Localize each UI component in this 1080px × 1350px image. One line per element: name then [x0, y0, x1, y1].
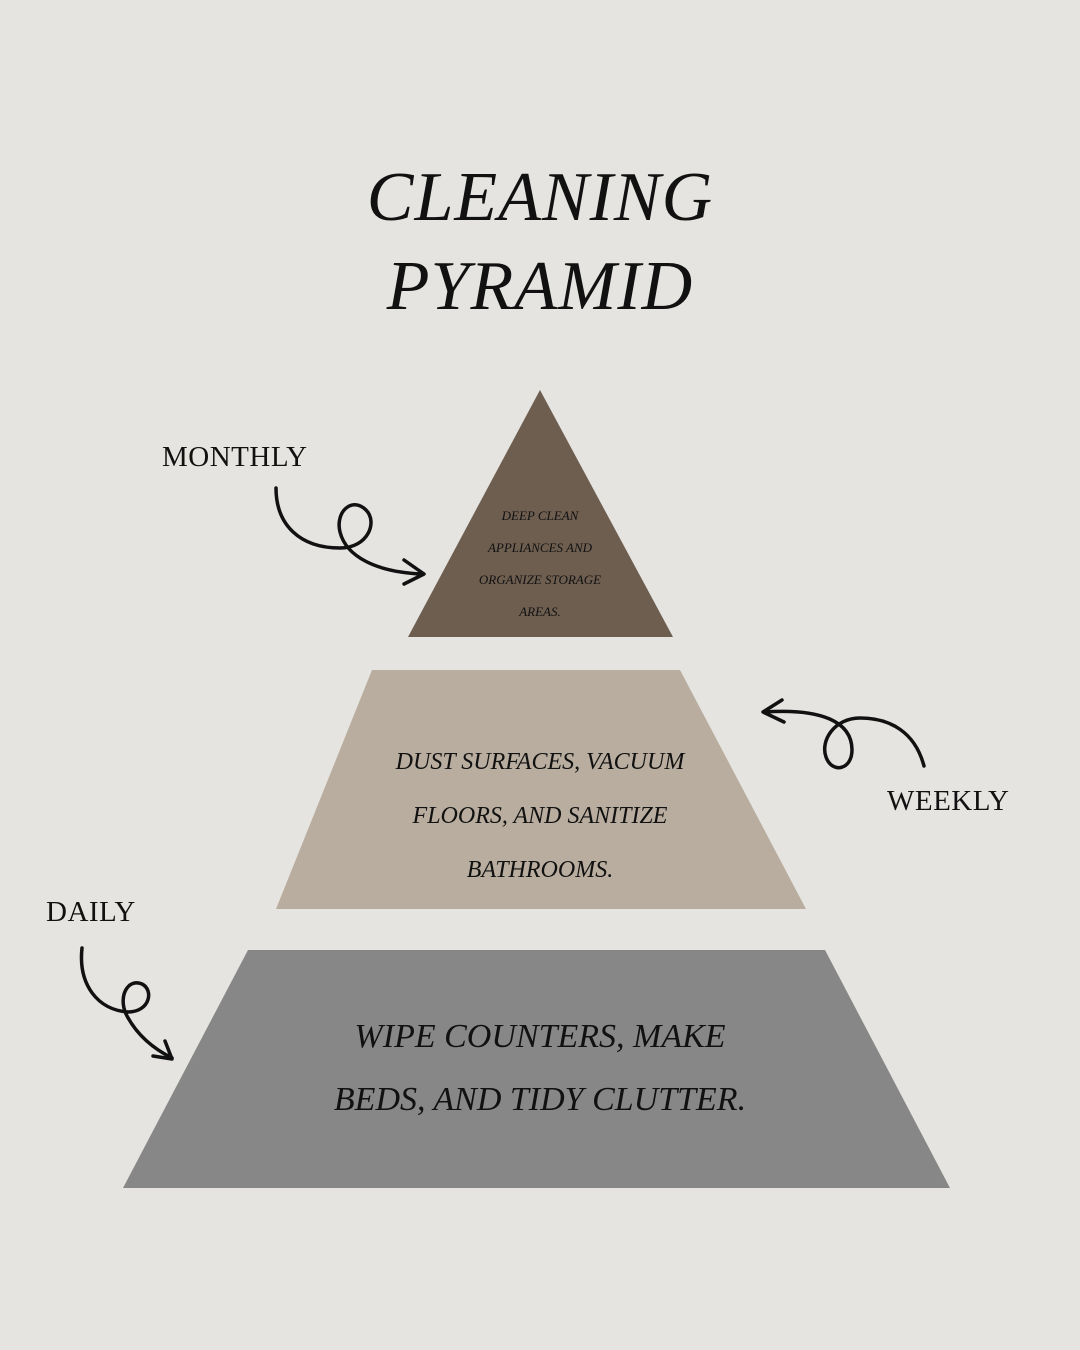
tier-monthly-text: DEEP CLEAN APPLIANCES AND ORGANIZE STORA… — [440, 500, 640, 628]
tier-weekly-line: FLOORS, AND SANITIZE — [412, 803, 668, 829]
tier-weekly-text: DUST SURFACES, VACUUM FLOORS, AND SANITI… — [340, 735, 740, 897]
label-weekly: WEEKLY — [887, 785, 1010, 817]
monthly-arrow-icon — [274, 486, 426, 586]
tier-daily-line: BEDS, AND TIDY CLUTTER. — [333, 1081, 747, 1118]
label-monthly: MONTHLY — [162, 441, 308, 473]
tier-monthly-line: APPLIANCES AND — [487, 540, 593, 555]
tier-weekly-shape — [276, 670, 806, 909]
tier-monthly-shape — [408, 390, 673, 637]
daily-arrow-icon — [79, 946, 174, 1061]
title-line-1: CLEANING — [366, 159, 714, 236]
tier-daily-text: WIPE COUNTERS, MAKE BEDS, AND TIDY CLUTT… — [250, 1005, 830, 1131]
tier-weekly-line: BATHROOMS. — [466, 857, 614, 883]
weekly-arrow-icon — [761, 698, 926, 770]
tier-monthly-line: ORGANIZE STORAGE — [478, 572, 602, 587]
label-daily: DAILY — [46, 896, 136, 928]
tier-weekly-line: DUST SURFACES, VACUUM — [395, 749, 685, 775]
tier-monthly-line: AREAS. — [519, 604, 561, 619]
title-line-2: PYRAMID — [386, 248, 694, 325]
tier-daily-line: WIPE COUNTERS, MAKE — [354, 1018, 726, 1055]
tier-monthly-line: DEEP CLEAN — [501, 508, 579, 523]
tier-daily-shape — [123, 950, 950, 1188]
